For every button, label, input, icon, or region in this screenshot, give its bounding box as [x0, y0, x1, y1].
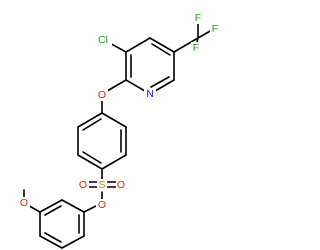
- nitrogen-label: N: [146, 88, 154, 100]
- bond-p5-p6-inner: [44, 205, 62, 216]
- sulfonyl-oxygen-left-label: O: [79, 179, 87, 191]
- bond-o-ester-phenyl: [83, 205, 97, 213]
- fluorine-top-atom: F: [193, 12, 203, 24]
- ether-oxygen-label: O: [98, 89, 106, 101]
- bond-c6-n-inner: [150, 76, 170, 88]
- ester-oxygen-atom: O: [96, 199, 108, 211]
- bond-c3-c4: [125, 37, 151, 53]
- sulfur-atom: S: [97, 179, 107, 191]
- sulfonyl-oxygen-right-label: O: [117, 179, 125, 191]
- chlorine-atom: Cl: [95, 34, 112, 47]
- bond-c3p-c4p: [101, 154, 127, 170]
- fluorine-right-label: F: [212, 23, 218, 35]
- bond-p3-p4: [39, 235, 63, 249]
- bond-c6p-c1p: [77, 112, 103, 128]
- sulfonyl-oxygen-right-atom: O: [116, 179, 127, 191]
- chemical-structure-diagram: Cl F F F N O S O: [18, 12, 220, 249]
- bond-c4p-c5p: [77, 154, 103, 170]
- atom-label-layer: Cl F F F N O S O: [18, 12, 220, 211]
- sulfonyl-oxygen-left-atom: O: [78, 179, 89, 191]
- methoxy-oxygen-atom: O: [18, 197, 30, 209]
- bond-c4p-c5p-inner: [82, 151, 102, 164]
- fluorine-lower-atom: F: [191, 42, 201, 54]
- methoxy-oxygen-label: O: [20, 197, 28, 209]
- bond-p2-p3: [61, 235, 85, 249]
- bond-c1p-c2p: [101, 112, 127, 128]
- fluorine-lower-label: F: [193, 42, 199, 54]
- bond-c4-c5-inner: [151, 43, 171, 56]
- bond-p6-p1: [61, 199, 85, 213]
- bond-cf3-f-right: [197, 29, 213, 39]
- fluorine-right-atom: F: [210, 23, 220, 35]
- bond-c5-cf3: [173, 37, 199, 53]
- bond-layer: [23, 21, 213, 249]
- ether-oxygen-atom: O: [96, 89, 108, 101]
- fluorine-top-label: F: [195, 12, 201, 24]
- bond-p5-p6: [39, 199, 63, 213]
- ester-oxygen-label: O: [98, 199, 106, 211]
- bond-p3-p4-inner: [44, 232, 62, 243]
- sulfur-label: S: [98, 179, 105, 191]
- bond-c6p-c1p-inner: [82, 118, 102, 131]
- bond-c4-c5: [149, 37, 175, 53]
- nitrogen-atom: N: [144, 88, 156, 100]
- chlorine-label: Cl: [98, 34, 108, 46]
